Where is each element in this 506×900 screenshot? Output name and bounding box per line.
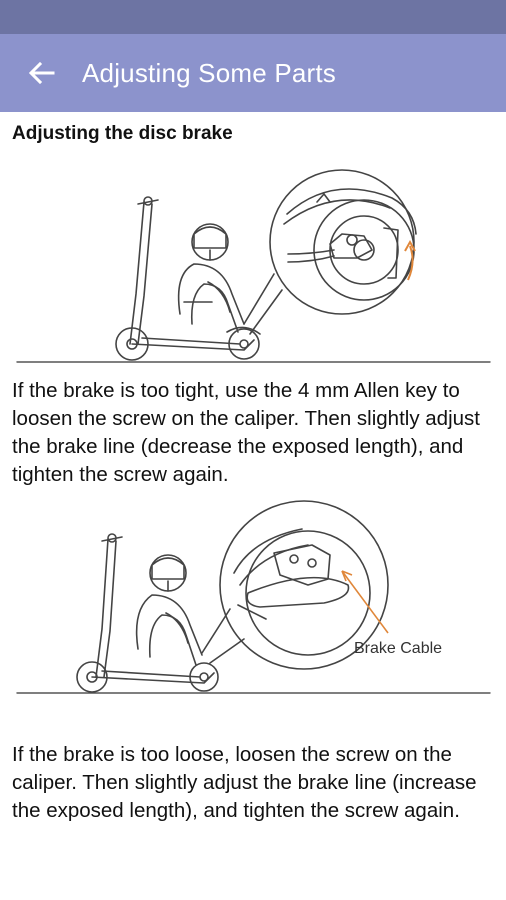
page-title: Adjusting Some Parts [82, 57, 337, 88]
section-heading: Adjusting the disc brake [12, 123, 233, 144]
arrow-left-icon [29, 62, 55, 84]
brake-loose-instructions: If the brake is too loose, loosen the sc… [12, 743, 477, 822]
app-bar: Adjusting Some Parts [0, 34, 506, 112]
content-area[interactable]: Adjusting the disc brake [0, 122, 506, 825]
back-button[interactable] [22, 53, 62, 93]
status-bar [0, 0, 506, 34]
brake-cable-label: Brake Cable [354, 640, 442, 657]
brake-tight-instructions: If the brake is too tight, use the 4 mm … [12, 379, 480, 486]
disc-brake-loose-illustration: Brake Cable [16, 500, 491, 694]
disc-brake-tight-illustration [16, 169, 491, 363]
